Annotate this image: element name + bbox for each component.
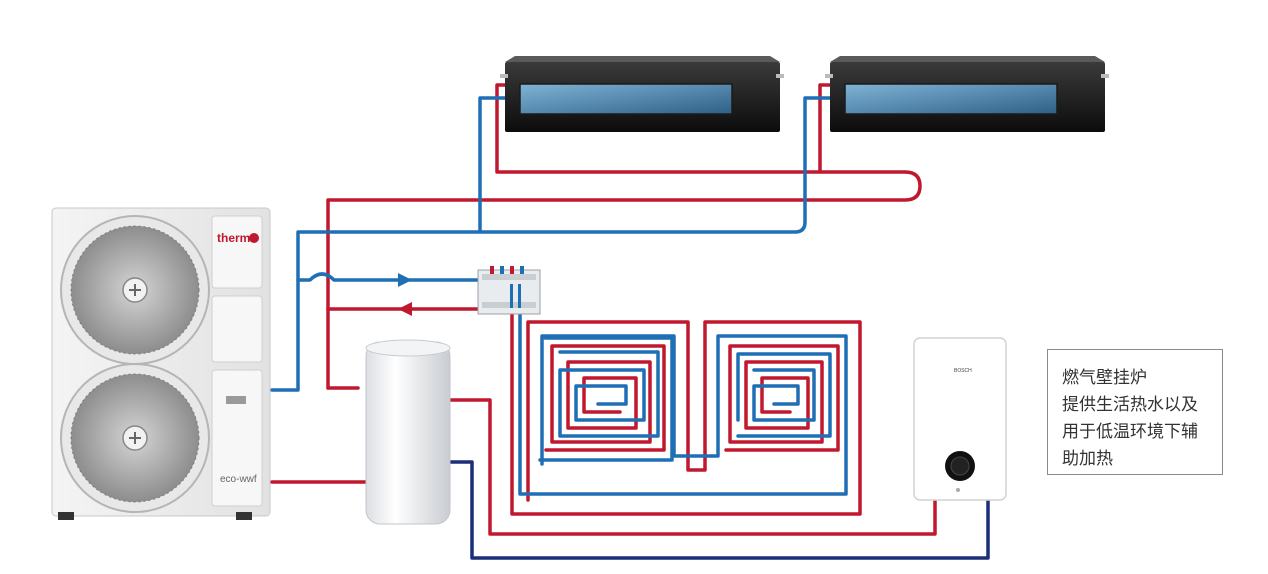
brand-logo-plus-icon <box>249 233 259 243</box>
fan-icon <box>60 363 210 513</box>
pipe-network <box>270 83 990 560</box>
floor-loop-blue-outer <box>518 304 848 496</box>
note-box: 燃气壁挂炉 提供生活热水以及 用于低温环境下辅 助加热 <box>1047 349 1223 475</box>
note-line-2: 提供生活热水以及 <box>1062 395 1198 415</box>
fan-icon <box>60 215 210 365</box>
blue-manifold-pipe <box>296 272 480 282</box>
outdoor-heat-pump-unit: therm eco-wwf <box>51 207 271 520</box>
floor-manifold <box>477 266 541 315</box>
blue-duct1-pipe <box>478 96 507 234</box>
floor-spiral-right-blue <box>736 352 832 438</box>
flow-arrow-right-icon <box>398 273 412 287</box>
red-tank-to-boiler-pipe <box>448 398 937 536</box>
model-label: eco-wwf <box>220 474 257 485</box>
red-duct-loop-pipe <box>326 83 922 390</box>
floor-spiral-right-red <box>724 344 840 452</box>
brand-logo: therm <box>217 231 250 245</box>
note-line-1: 燃气壁挂炉 <box>1062 368 1147 388</box>
duct-unit-2 <box>825 56 1109 132</box>
gas-boiler: BOSCH <box>913 337 1007 501</box>
navy-tank-return-pipe <box>448 460 990 560</box>
boiler-brand: BOSCH <box>954 368 972 374</box>
duct-unit-1 <box>500 56 784 132</box>
flow-arrow-left-icon <box>398 302 412 316</box>
note-line-4: 助加热 <box>1062 449 1113 469</box>
floor-spiral-left-blue <box>538 336 674 462</box>
floor-spiral-left-red <box>544 344 666 452</box>
floor-loop-red-outer <box>510 304 862 516</box>
note-line-3: 用于低温环境下辅 <box>1062 422 1198 442</box>
blue-supply-pipe <box>270 96 832 392</box>
hot-water-tank <box>365 339 451 525</box>
red-duct2-pipe <box>818 83 832 174</box>
